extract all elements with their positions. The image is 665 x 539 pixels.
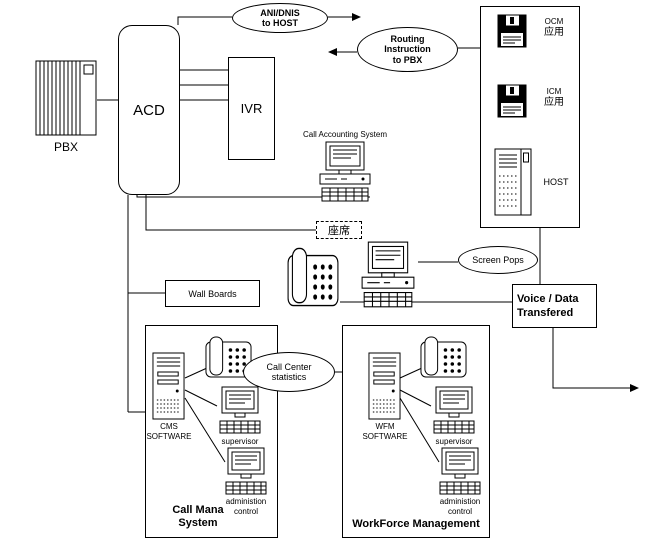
cms-admin-line1: administion: [225, 497, 267, 506]
cms-software-line2: SOFTWARE: [146, 431, 192, 441]
icm-floppy-disk-icon: [497, 84, 527, 118]
cms-software-label: CMS SOFTWARE: [143, 422, 195, 441]
icm-label: ICM 应用: [532, 87, 576, 109]
wire-acd-agent: [145, 195, 316, 231]
ocm-floppy-disk-icon: [497, 14, 527, 48]
wire-acd-down: [127, 195, 165, 413]
voice-data-line2: Transfered: [517, 307, 574, 319]
wire-voice-out: [552, 328, 630, 389]
wire-cms-fan: [184, 367, 226, 463]
wall-boards-label: Wall Boards: [188, 288, 237, 299]
agent-seat-text: 座席: [328, 225, 350, 237]
pbx-cabinet-icon: [35, 60, 97, 136]
ivr-label: IVR: [240, 101, 263, 116]
cms-admin-computer-icon: [223, 447, 269, 497]
host-tower-icon: [494, 148, 532, 216]
pbx-label: PBX: [53, 140, 78, 154]
acd-node: ACD: [118, 25, 180, 195]
agent-computer-icon: [359, 241, 417, 309]
arrowhead-out-icon: [630, 384, 639, 392]
agent-phone-icon: [287, 247, 339, 307]
wfm-box: [342, 325, 490, 538]
wfm-admin-line2: control: [447, 506, 472, 516]
screen-pops-label: Screen Pops: [472, 254, 524, 265]
wfm-admin-computer-icon: [437, 447, 483, 497]
wire-acd-ani: [177, 16, 232, 25]
ani-dnis-line1: ANI/DNIS: [260, 7, 300, 18]
agent-seat-label: 座席: [316, 221, 362, 239]
routing-line2: Instruction: [384, 44, 431, 55]
icm-label-line2: 应用: [544, 96, 564, 108]
wfm-software-line2: SOFTWARE: [362, 431, 408, 441]
wfm-title: WorkForce Management: [352, 518, 480, 530]
call-center-stats-ellipse: Call Center statistics: [243, 352, 335, 392]
stats-line1: Call Center: [266, 361, 312, 372]
ocm-label-line1: OCM: [544, 17, 564, 26]
wfm-software-line1: WFM: [375, 422, 395, 431]
icm-label-line1: ICM: [546, 87, 562, 96]
arrowhead-right-icon: [352, 13, 361, 21]
arrowhead-left-icon: [328, 48, 337, 56]
routing-line1: Routing: [390, 33, 425, 44]
cms-title-line2: System: [178, 517, 218, 530]
host-panel: [480, 6, 580, 228]
call-accounting-computer-icon: [317, 141, 373, 203]
voice-data-box: Voice / Data Transfered: [512, 284, 597, 328]
acd-label: ACD: [133, 101, 165, 119]
wfm-admin-line1: administion: [439, 497, 481, 506]
cms-title: Call Mana System: [150, 504, 246, 530]
cms-admin-line2: control: [233, 506, 258, 516]
cms-title-line1: Call Mana: [172, 504, 224, 516]
ivr-node: IVR: [228, 57, 275, 160]
wfm-supervisor-label: supervisor: [435, 437, 473, 446]
wfm-supervisor-computer-icon: [431, 386, 477, 436]
routing-line3: to PBX: [392, 54, 423, 65]
cms-software-line1: CMS: [160, 422, 178, 431]
wire-acd-ivr: [180, 69, 228, 101]
cms-box: [145, 325, 278, 538]
call-accounting-label: Call Accounting System: [302, 130, 388, 139]
voice-data-line1: Voice / Data: [517, 292, 579, 305]
ani-dnis-line2: to HOST: [262, 18, 298, 28]
host-label: HOST: [543, 177, 569, 187]
wall-boards-box: Wall Boards: [165, 280, 260, 307]
wfm-server-tower-icon: [368, 352, 401, 420]
cms-server-tower-icon: [152, 352, 185, 420]
wfm-phone-icon: [420, 336, 467, 378]
ani-dnis-ellipse: ANI/DNIS to HOST: [232, 3, 328, 33]
wire-acd-accounting: [136, 195, 370, 198]
screen-pops-ellipse: Screen Pops: [458, 246, 538, 274]
routing-ellipse: Routing Instruction to PBX: [357, 27, 458, 72]
cms-admin-label: administion control: [217, 497, 275, 516]
wfm-software-label: WFM SOFTWARE: [359, 422, 411, 441]
stats-line2: statistics: [271, 372, 307, 382]
cms-supervisor-label: supervisor: [221, 437, 259, 446]
cms-supervisor-computer-icon: [217, 386, 263, 436]
wire-wfm-fan: [399, 367, 440, 463]
wfm-admin-label: administion control: [431, 497, 489, 516]
ocm-label-line2: 应用: [544, 26, 564, 38]
ocm-label: OCM 应用: [532, 17, 576, 39]
